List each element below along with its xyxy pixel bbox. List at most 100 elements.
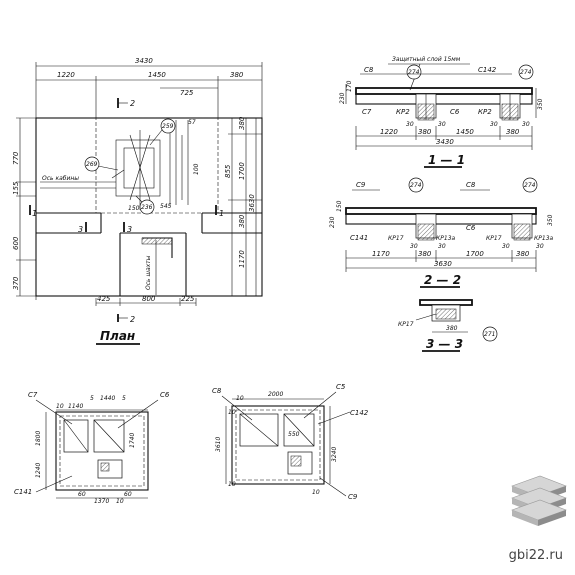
gbi-logo-icon: [511, 475, 567, 526]
sec11-label-c7: С7: [362, 108, 372, 116]
sec22-dim-d: 380: [516, 250, 530, 258]
site-url-text: gbi22.ru: [508, 548, 563, 563]
sec22-dim-s2: 30: [438, 243, 446, 250]
sec11-dim-s2: 30: [438, 121, 446, 128]
plan-section-mark-1-right: 1: [219, 209, 224, 218]
sec11-dim-s1: 30: [406, 121, 414, 128]
sec11-dim-a: 1220: [380, 128, 398, 136]
sec33-dim-a: 380: [446, 325, 458, 332]
sec11-label-kp2a: КР2: [396, 108, 410, 116]
section-1-1: Защитный слой 15мм С8 С142 274 274 С7 КР…: [339, 56, 544, 168]
plan-dim-left-c: 600: [12, 236, 20, 250]
sec11-label-c6: С6: [450, 108, 460, 116]
sec22-label-c6: С6: [466, 224, 476, 232]
slab2-label-c9: С9: [348, 493, 358, 501]
sec11-dim-d: 380: [506, 128, 520, 136]
plan-dim-right-b: 855: [224, 164, 232, 178]
sec11-dim-b: 380: [418, 128, 432, 136]
plan-dim-bottom-c: 225: [181, 295, 195, 303]
slab1-dim-h4: 60: [124, 491, 132, 498]
plan-section-mark-2-top: 2: [130, 99, 135, 108]
sec22-dim-b: 380: [418, 250, 432, 258]
slab2-dim-e: 10: [312, 489, 320, 496]
sec22-label-kp13b: КР13а: [534, 235, 554, 242]
slab1-dim-c: 5: [90, 395, 94, 402]
sec22-dim-s4: 30: [536, 243, 544, 250]
plan-section-mark-3-left: 3: [78, 225, 83, 234]
slab1-dim-a: 10: [56, 403, 64, 410]
sec11-label-c8: С8: [364, 66, 374, 74]
sec11-bubble-b: 274: [520, 69, 532, 76]
sec11-dim-s4: 30: [522, 121, 530, 128]
sec33-bubble: 271: [484, 331, 495, 338]
plan-small-dim-a: 150: [128, 205, 140, 212]
slab2-dim-b: 2000: [268, 391, 283, 398]
sec22-label-c141: С141: [350, 234, 368, 242]
plan-dim-right-e: 1170: [238, 250, 246, 268]
slab2-label-c5: С5: [336, 383, 346, 391]
slab2-dim-inner: 550: [288, 431, 300, 438]
plan-view: 3430 1220 1450 380 725: [12, 57, 263, 345]
sec11-dim-c: 1450: [456, 128, 474, 136]
plan-dim-bottom-a: 425: [97, 295, 111, 303]
sec22-dim-total: 3630: [434, 260, 452, 268]
plan-small-dim-d: 100: [193, 163, 200, 175]
sec11-title: 1 — 1: [428, 153, 465, 167]
plan-dim-left-b: 155: [12, 181, 20, 195]
slab2-dim-d: 10: [228, 481, 236, 488]
plan-dim-bottom-b: 800: [142, 295, 156, 303]
sec22-dim-a: 1170: [372, 250, 390, 258]
sec11-label-c142: С142: [478, 66, 497, 74]
sec11-dim-total: 3430: [436, 138, 454, 146]
slab2-dim-h2: 3240: [331, 447, 338, 462]
sec11-note: Защитный слой 15мм: [392, 56, 461, 63]
sec22-bubble-b: 274: [524, 182, 536, 189]
sec11-bubble-a: 274: [408, 69, 420, 76]
section-2-2: С9 С8 274 274 С141 КР17 КР13а С6 КР17 КР…: [329, 177, 554, 288]
plan-small-dim-c: 57: [188, 119, 196, 126]
sec22-dim-s1: 30: [410, 243, 418, 250]
slab2-label-c142: С142: [350, 409, 369, 417]
slab1-label-c141: С141: [14, 488, 32, 496]
plan-bubble-236: 236: [141, 204, 153, 211]
slab2-dim-h1: 3610: [215, 437, 222, 452]
sec22-title: 2 — 2: [424, 273, 461, 287]
plan-dim-top-c: 380: [230, 71, 244, 79]
section-3-3: КР17 380 271 3 — 3: [398, 299, 498, 352]
plan-small-dim-b: 545: [160, 203, 172, 210]
plan-bubble-259: 259: [162, 123, 174, 130]
plan-dim-top-d: 725: [180, 89, 194, 97]
sec22-dim-s3: 30: [502, 243, 510, 250]
slab1-dim-w3: 10: [116, 498, 124, 505]
sec22-bubble-a: 274: [410, 182, 422, 189]
plan-bubble-269: 269: [86, 161, 98, 168]
plan-dim-top-b: 1450: [148, 71, 166, 79]
slab1-dim-w2: 1370: [94, 498, 109, 505]
sec11-dim-s3: 30: [490, 121, 498, 128]
sec22-dim-left1: 230: [329, 216, 336, 228]
slab1-label-c7: С7: [28, 391, 38, 399]
plan-dim-left-d: 370: [12, 276, 20, 290]
slab1-dim-b: 1140: [68, 403, 83, 410]
sec11-dim-right: 350: [537, 98, 544, 110]
slab2-dim-a: 10: [236, 395, 244, 402]
slab1-dim-d: 1440: [100, 395, 115, 402]
sec22-label-kp13a: КР13а: [436, 235, 456, 242]
sec22-label-kp17b: КР17: [486, 235, 502, 242]
plan-dim-top-a: 1220: [57, 71, 75, 79]
slab2-label-c8: С8: [212, 387, 222, 395]
slab1-dim-h2: 1740: [129, 433, 136, 448]
plan-dim-left-a: 770: [12, 151, 20, 165]
sec22-dim-left2: 150: [336, 200, 343, 212]
sec22-dim-right: 350: [547, 214, 554, 226]
sec22-label-c8: С8: [466, 181, 476, 189]
plan-dim-right-f: 3630: [248, 194, 256, 212]
sec22-label-c9: С9: [356, 181, 366, 189]
slab1-dim-h3: 1240: [35, 463, 42, 478]
plan-axis-shaft-label: Ось шахты: [145, 255, 152, 290]
slab1-dim-h1: 1800: [35, 431, 42, 446]
plan-dim-right-d: 380: [238, 214, 246, 228]
sec33-label-kp17: КР17: [398, 321, 414, 328]
plan-dim-total: 3430: [135, 57, 153, 65]
sec11-dim-left1: 230: [339, 92, 346, 104]
